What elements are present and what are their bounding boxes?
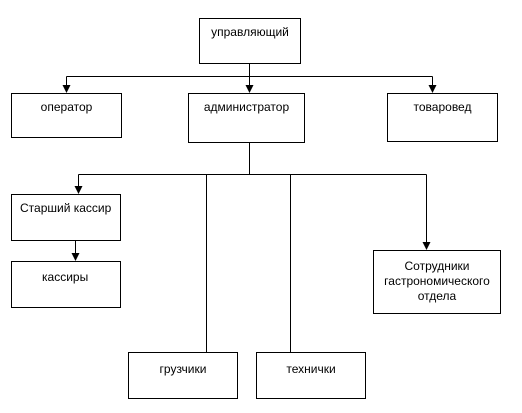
- operator-label: оператор: [40, 100, 93, 114]
- senior-cashier-box: Старший кассир: [11, 194, 121, 241]
- operator-box: оператор: [11, 93, 122, 138]
- gastronomy-staff-label: Сотрудники гастрономического отдела: [384, 259, 490, 303]
- technicians-label: технички: [286, 362, 336, 376]
- merchandiser-label: товаровед: [413, 100, 472, 114]
- senior-cashier-label: Старший кассир: [20, 201, 112, 215]
- manager-box: управляющий: [199, 18, 301, 64]
- technicians-box: технички: [256, 352, 366, 399]
- merchandiser-box: товаровед: [387, 93, 498, 142]
- loaders-label: грузчики: [159, 362, 207, 376]
- administrator-box: администратор: [188, 93, 305, 143]
- manager-label: управляющий: [211, 25, 289, 39]
- gastronomy-staff-box: Сотрудники гастрономического отдела: [373, 250, 501, 314]
- cashiers-box: кассиры: [11, 261, 121, 308]
- cashiers-label: кассиры: [42, 270, 89, 284]
- administrator-label: администратор: [203, 100, 290, 114]
- loaders-box: грузчики: [128, 352, 238, 399]
